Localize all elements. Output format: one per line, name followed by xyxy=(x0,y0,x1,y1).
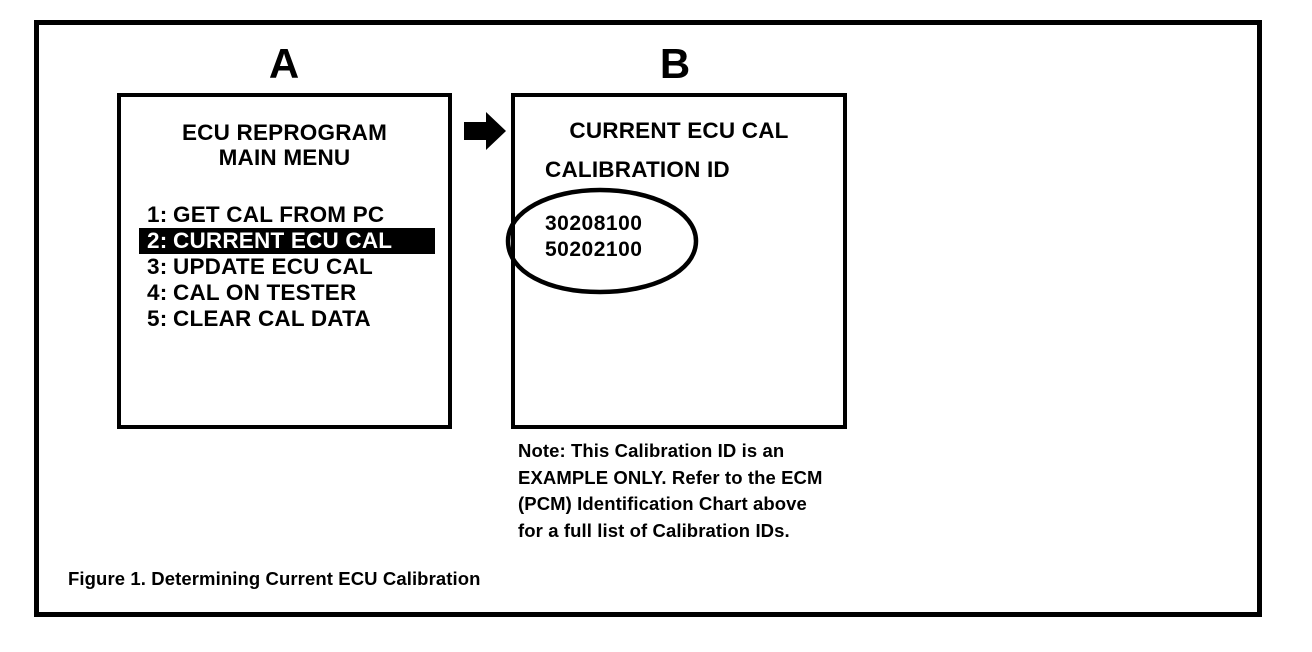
panel-label-a: A xyxy=(268,40,300,87)
note-line-2: EXAMPLE ONLY. Refer to the ECM xyxy=(518,466,823,488)
note-line-1: Note: This Calibration ID is an xyxy=(518,440,785,461)
menu-item-label: CAL ON TESTER xyxy=(173,280,357,305)
menu-item-number: 4: xyxy=(147,280,168,305)
menu-item-number: 5: xyxy=(147,306,168,331)
menu-item-cal-on-tester[interactable]: 4:CAL ON TESTER xyxy=(139,280,439,306)
note-line-3: (PCM) Identification Chart above xyxy=(518,493,807,514)
note-block: Note: This Calibration ID is an EXAMPLE … xyxy=(518,438,938,544)
menu-item-number: 3: xyxy=(147,254,168,279)
note-line-4: for a full list of Calibration IDs. xyxy=(518,519,790,541)
menu-item-current-ecu-cal[interactable]: 2:CURRENT ECU CAL xyxy=(139,228,435,254)
screen-panel-b: CURRENT ECU CAL CALIBRATION ID 30208100 … xyxy=(511,93,847,429)
menu-title-line-2: MAIN MENU xyxy=(218,145,351,170)
menu-item-update-ecu-cal[interactable]: 3:UPDATE ECU CAL xyxy=(139,254,439,280)
calibration-id-values: 30208100 50202100 xyxy=(545,211,642,263)
arrow-right-icon xyxy=(464,112,506,150)
calibration-id-value-1: 30208100 xyxy=(545,212,643,235)
menu-item-label: UPDATE ECU CAL xyxy=(173,254,373,279)
main-menu-list: 1:GET CAL FROM PC 2:CURRENT ECU CAL 3:UP… xyxy=(139,202,439,332)
menu-title-line-1: ECU REPROGRAM xyxy=(181,120,388,145)
panel-label-b: B xyxy=(659,40,691,87)
menu-item-number: 1: xyxy=(147,202,168,227)
cal-screen-title: CURRENT ECU CAL xyxy=(569,118,789,143)
menu-item-get-cal-from-pc[interactable]: 1:GET CAL FROM PC xyxy=(139,202,439,228)
calibration-id-value-2: 50202100 xyxy=(545,238,643,261)
menu-item-label: GET CAL FROM PC xyxy=(173,202,385,227)
figure-caption: Figure 1. Determining Current ECU Calibr… xyxy=(68,568,481,589)
menu-item-number: 2: xyxy=(147,228,168,253)
menu-item-label: CLEAR CAL DATA xyxy=(173,306,371,331)
menu-item-clear-cal-data[interactable]: 5:CLEAR CAL DATA xyxy=(139,306,439,332)
menu-item-label: CURRENT ECU CAL xyxy=(173,228,393,253)
screen-panel-a: ECU REPROGRAM MAIN MENU 1:GET CAL FROM P… xyxy=(117,93,452,429)
calibration-id-label: CALIBRATION ID xyxy=(545,157,730,182)
